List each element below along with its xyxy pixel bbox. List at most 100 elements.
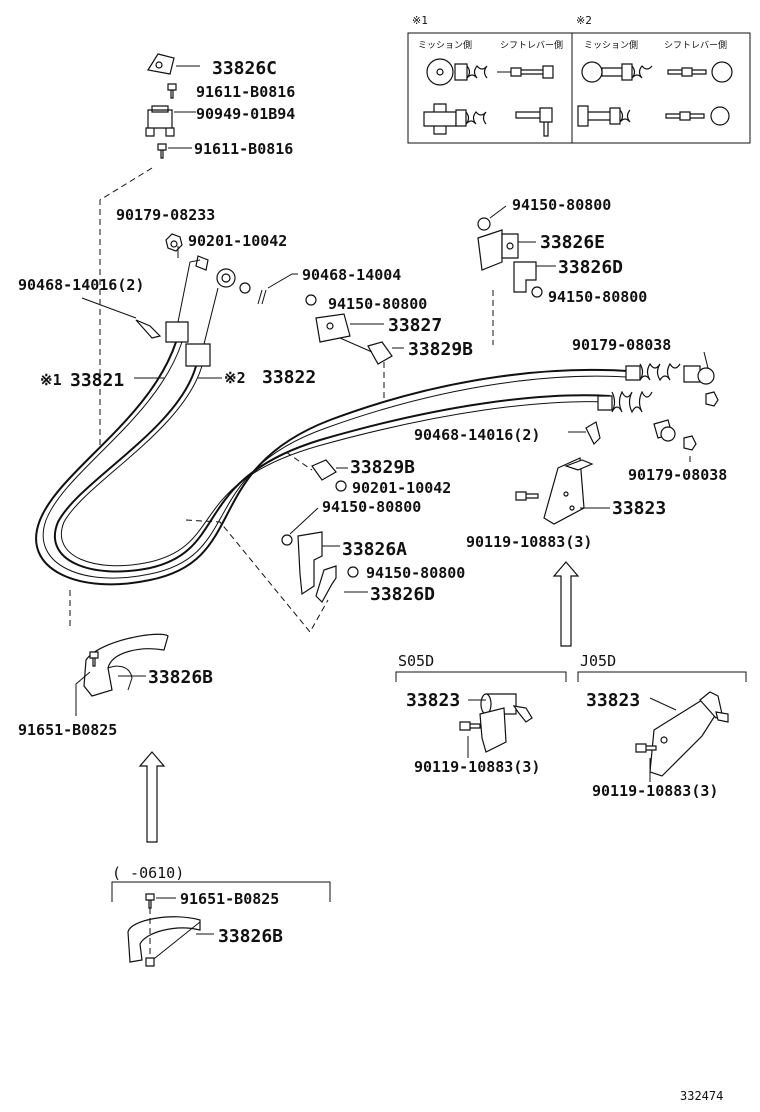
nut-94150-e: [347, 566, 359, 578]
label-mark2: ※2: [224, 369, 246, 387]
inset1-mark: ※1: [412, 14, 428, 27]
arrow-up-right: [552, 561, 580, 647]
inset1-clevis: [423, 103, 457, 135]
label-33821: 33821: [70, 370, 124, 391]
bolt-90119-main: [515, 491, 539, 501]
right-cable-ends: [568, 351, 719, 462]
diagram-code: 332474: [680, 1089, 723, 1103]
label-S05D: S05D: [398, 652, 434, 670]
inset1-lever-end: [510, 65, 554, 79]
label-90179-08038-a: 90179-08038: [572, 336, 671, 354]
washer-90201-b: [335, 480, 347, 492]
bracket-33827: [315, 313, 351, 343]
label-33823-c: 33823: [586, 690, 640, 711]
inset2-mark: ※2: [576, 14, 592, 27]
label-90119-10883-b: 90119-10883(3): [414, 758, 540, 776]
label-range-0610: ( -0610): [112, 864, 184, 882]
frame-S05D: [395, 671, 567, 682]
label-90179-08233: 90179-08233: [116, 206, 215, 224]
label-90468-14016-a: 90468-14016(2): [18, 276, 144, 294]
frame-0610: [111, 881, 331, 902]
upper-cable-end-parts: [81, 233, 298, 367]
nut-94150-a: [305, 294, 317, 306]
frame-J05D: [577, 671, 747, 682]
bracket-33826A: [297, 531, 323, 596]
bolt-91651-upper: [89, 651, 99, 667]
dashed-leader-upper: [99, 167, 153, 445]
bracket-33826B-group: [75, 633, 169, 716]
label-33826B-b: 33826B: [218, 926, 283, 947]
nut-90179-08038-a: [705, 391, 719, 407]
clip-90468-14016-left: [135, 319, 162, 339]
bracket-33826D-upper: [513, 261, 537, 293]
label-33826D-b: 33826D: [370, 584, 435, 605]
label-94150-80800-d: 94150-80800: [322, 498, 421, 516]
label-90119-10883-c: 90119-10883(3): [592, 782, 718, 800]
label-91651-B0825-a: 91651-B0825: [18, 721, 117, 739]
bolt-90119-S05D: [459, 721, 481, 731]
label-J05D: J05D: [580, 652, 616, 670]
nut-94150-b: [477, 217, 491, 231]
bracket-33823-J05D: [635, 691, 729, 777]
cable-boot-33822: [185, 343, 211, 367]
cable-33822: [53, 365, 611, 573]
label-94150-80800-c: 94150-80800: [548, 288, 647, 306]
variant-0610: ( -0610): [111, 864, 331, 967]
upper-right-brackets: [477, 205, 556, 298]
inset1-lever-pin: [515, 107, 553, 137]
clamp-90949: [145, 105, 175, 137]
bracket-33823-main: [515, 457, 610, 525]
label-90949-01B94: 90949-01B94: [196, 105, 295, 123]
label-90119-10883-a: 90119-10883(3): [466, 533, 592, 551]
label-33826B-a: 33826B: [148, 667, 213, 688]
label-33822: 33822: [262, 367, 316, 388]
variant-frames: S05D J05D: [395, 652, 747, 682]
bracket-33826E: [477, 229, 503, 271]
label-33823-b: 33823: [406, 690, 460, 711]
nut-94150-d: [281, 534, 293, 546]
bolt-91611-lower: [157, 143, 167, 159]
label-90179-08038-b: 90179-08038: [628, 466, 727, 484]
label-33826E: 33826E: [540, 232, 605, 253]
shift-cables: [35, 341, 641, 586]
label-33826D-a: 33826D: [558, 257, 623, 278]
nut-94150-c: [531, 286, 543, 298]
label-94150-80800-b: 94150-80800: [512, 196, 611, 214]
clamp-33829B-upper: [367, 341, 393, 365]
label-33826A: 33826A: [342, 539, 407, 560]
inset-legend-boxes: ※1 ※2 ミッション側 シフトレバー側 ミッション側 シフトレバー側: [407, 14, 751, 144]
bracket-33826D-lower: [315, 565, 337, 603]
nut-90179-08038-b: [683, 435, 697, 451]
inset2-col-right: シフトレバー側: [664, 39, 727, 51]
label-90468-14016-b: 90468-14016(2): [414, 426, 540, 444]
cable-boot-33821: [165, 321, 189, 343]
label-33829B-b: 33829B: [350, 457, 415, 478]
inset1-col-left: ミッション側: [418, 39, 472, 51]
washer-90201: [239, 282, 251, 294]
label-91611-B0816-b: 91611-B0816: [194, 140, 293, 158]
lower-mid-brackets: [281, 459, 368, 603]
bolt-90119-J05D: [635, 743, 657, 753]
label-33823-a: 33823: [612, 498, 666, 519]
arrow-up-left: [138, 751, 166, 843]
bolt-91651-lower: [145, 893, 155, 909]
inset2-pin-end: [577, 105, 631, 127]
bracket-33826B-lower: [127, 916, 201, 963]
label-33827: 33827: [388, 315, 442, 336]
boot-33821-end: [639, 362, 681, 382]
inset2-col-left: ミッション側: [584, 39, 638, 51]
inset1-col-right: シフトレバー側: [500, 39, 563, 51]
label-94150-80800-a: 94150-80800: [328, 295, 427, 313]
inset-frame: [407, 32, 751, 144]
clip-90468-14016-right: [585, 421, 601, 446]
dashed-leader-bottom: [185, 519, 329, 633]
clamp-33829B-lower: [311, 459, 337, 481]
upper-bracket-group: [145, 53, 200, 159]
label-90201-10042-b: 90201-10042: [352, 479, 451, 497]
label-33826C: 33826C: [212, 58, 277, 79]
inset1-boot: [454, 63, 488, 81]
label-91651-B0825-b: 91651-B0825: [180, 890, 279, 908]
label-mark1: ※1: [40, 371, 62, 389]
inset2-eye-end: [581, 61, 603, 83]
